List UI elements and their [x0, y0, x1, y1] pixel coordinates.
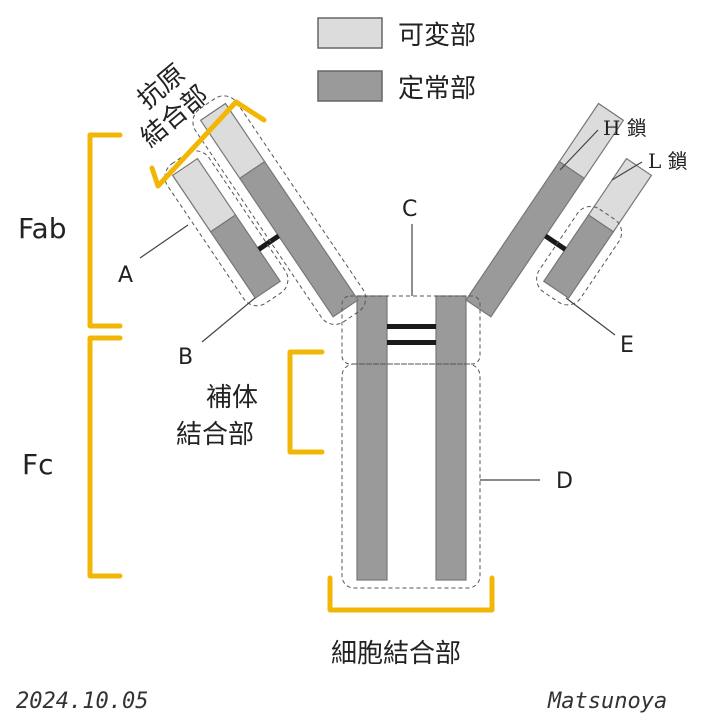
- label-fab: Fab: [18, 212, 66, 245]
- fab-left-arm: [164, 95, 367, 325]
- right-light-outline-e: [536, 205, 623, 306]
- legend-variable-label: 可変部: [398, 21, 476, 51]
- label-a: A: [118, 263, 133, 288]
- label-light-chain: L 鎖: [648, 149, 688, 173]
- label-e: E: [620, 333, 634, 358]
- brackets: [87, 99, 495, 613]
- leader-a: [139, 224, 189, 259]
- left-fab-outline-a: [164, 150, 289, 307]
- footer-signature: Matsunoya: [547, 689, 667, 714]
- label-complement-line2: 結合部: [176, 420, 254, 450]
- label-c: C: [402, 197, 417, 222]
- antigen-binding-bracket: [149, 99, 267, 189]
- leader-lines: [139, 129, 643, 481]
- legend-constant-label: 定常部: [398, 74, 476, 104]
- hinge-disulfide-bond-2: [387, 340, 436, 345]
- left-interchain-bond: [257, 233, 281, 252]
- left-light-variable: [171, 157, 237, 233]
- leader-e: [565, 297, 616, 336]
- left-fab-outline-b: [192, 95, 367, 325]
- fab-bracket: [87, 132, 123, 329]
- fc-outline-d: [341, 363, 481, 589]
- fc-region: [356, 295, 467, 581]
- label-fc: Fc: [22, 448, 54, 481]
- right-interchain-bond: [543, 233, 567, 252]
- label-complement-line1: 補体: [206, 383, 258, 413]
- complement-bracket: [287, 349, 325, 455]
- hinge-disulfide-bond-1: [387, 324, 436, 329]
- fc-bracket: [87, 335, 123, 579]
- legend-variable-swatch: [317, 17, 383, 49]
- leader-b: [201, 297, 256, 343]
- leader-l-chain: [611, 161, 643, 181]
- cell-binding-bracket: [327, 575, 495, 613]
- right-light-constant: [542, 214, 615, 299]
- label-cell-binding: 細胞結合部: [331, 639, 461, 669]
- leader-h-chain: [559, 129, 599, 171]
- footer-date: 2024.10.05: [16, 689, 148, 714]
- label-b: B: [178, 345, 193, 370]
- fab-right-arm: [465, 102, 653, 318]
- heavy-chain-left-stem: [356, 295, 388, 581]
- legend: 可変部 定常部: [317, 17, 476, 104]
- label-d: D: [556, 469, 573, 494]
- label-heavy-chain: H 鎖: [603, 116, 647, 140]
- heavy-chain-right-stem: [435, 295, 467, 581]
- right-light-variable: [587, 157, 653, 233]
- legend-constant-swatch: [317, 70, 383, 102]
- left-light-constant: [209, 214, 282, 299]
- right-heavy-variable: [558, 102, 625, 180]
